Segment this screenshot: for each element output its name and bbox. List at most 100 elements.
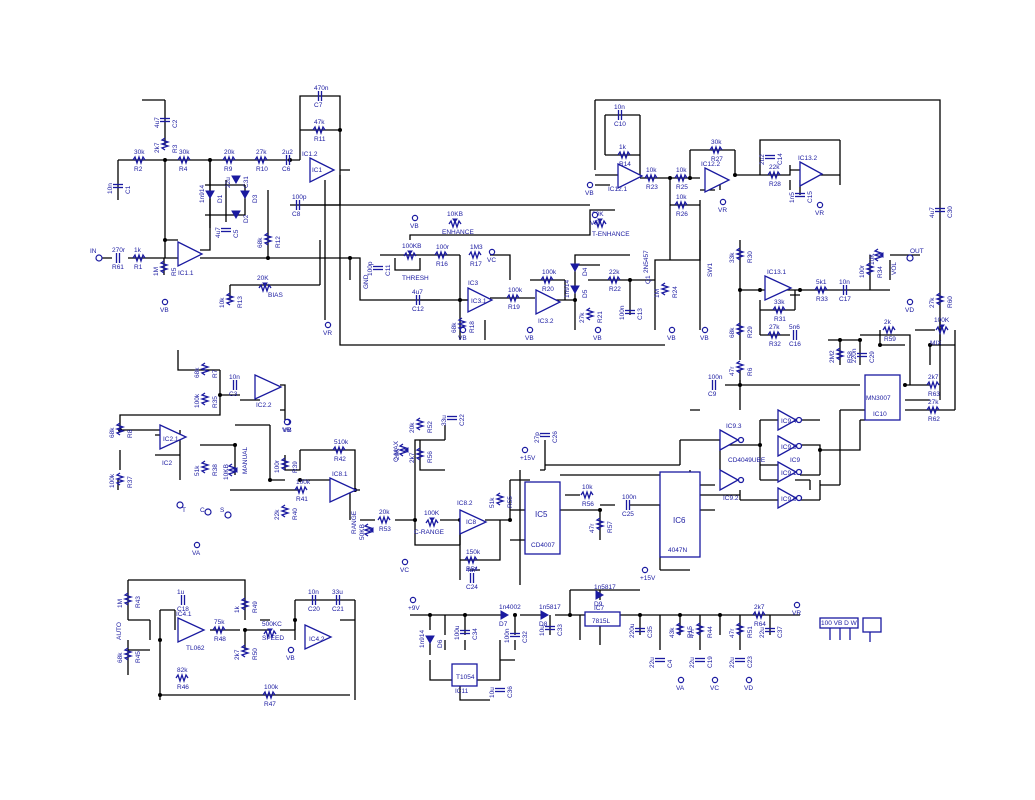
component-name: R29	[747, 326, 754, 338]
rail-label: VC	[400, 567, 409, 574]
component-name: R45	[135, 651, 142, 663]
component-symbol	[279, 504, 291, 518]
component-name: C29	[869, 351, 876, 363]
annotation-text: BIAS	[268, 292, 283, 299]
component-name: C21	[332, 606, 344, 613]
component-value: 100k	[542, 269, 557, 276]
supply-rail: VR	[815, 201, 824, 217]
supply-rail: VB	[410, 214, 419, 230]
component-value: 10u	[489, 687, 496, 698]
component-symbol	[834, 347, 846, 361]
junction-dot	[838, 338, 842, 342]
component-name: R7	[212, 369, 219, 378]
potentiometer	[425, 517, 439, 529]
component-value: 22u	[759, 627, 766, 638]
inverter-ic9-4: IC9.4	[777, 408, 803, 432]
chip-ic9-name: IC9	[790, 457, 801, 464]
component-symbol	[580, 489, 594, 501]
component-name: C2	[172, 119, 179, 128]
supply-rail: VC	[487, 248, 496, 264]
component-symbol	[767, 169, 781, 181]
component-symbol	[221, 227, 231, 233]
component-value: 2k7	[234, 649, 241, 660]
opamp-ic12-2: IC12.2	[701, 161, 731, 194]
component-name: C37	[777, 626, 784, 638]
component-name: R56	[427, 451, 434, 463]
chip-name: IC6	[673, 516, 686, 525]
component-symbol	[160, 117, 170, 123]
annotation-text: GND	[363, 274, 370, 289]
component-value: 43k	[669, 627, 676, 638]
component-value: 27k	[928, 399, 939, 406]
component-name: R42	[334, 456, 346, 463]
component-symbol	[625, 500, 631, 510]
component-name: R38	[212, 464, 219, 476]
component-name: R46	[177, 684, 189, 691]
component-name: C9	[708, 391, 717, 398]
component-value: 47r	[729, 366, 736, 376]
rail-label: VA	[192, 550, 201, 557]
component-name: D2	[243, 214, 250, 223]
terminal-label: T	[182, 507, 186, 514]
component-value: 5n6	[789, 324, 800, 331]
component-value: 1n914	[419, 630, 426, 648]
component-name: R20	[542, 286, 554, 293]
component-symbol	[765, 627, 775, 633]
component-symbol	[674, 172, 688, 184]
inverter-label: IC9.2	[723, 495, 739, 502]
component-value: 100k	[508, 287, 523, 294]
supply-rail: +9V	[408, 596, 420, 612]
component-name: R50	[252, 648, 259, 660]
component-symbol	[570, 285, 580, 295]
component-name: C31	[243, 176, 250, 188]
component-name: D4	[582, 267, 589, 276]
inverter-label: IC9.4	[781, 418, 797, 425]
rail-label: VR	[792, 610, 801, 617]
supply-rail: VR	[792, 601, 801, 617]
component-symbol	[934, 292, 946, 306]
chip-ic5: IC5 CD4007	[524, 481, 561, 555]
potentiometer	[935, 324, 949, 336]
component-symbol	[199, 460, 211, 474]
component-name: R55	[507, 496, 514, 508]
component-value: 100k	[194, 393, 201, 408]
component-value: 10n	[107, 183, 114, 194]
component-value: 10n	[839, 279, 850, 286]
component-value: 100u	[454, 625, 461, 640]
inverter-label: IC9.1	[781, 470, 797, 477]
component-value: 33k	[729, 252, 736, 263]
annotation-text: IC1	[312, 167, 323, 174]
component-symbol	[425, 635, 435, 645]
component-name: C30	[947, 206, 954, 218]
supply-rail: VA	[676, 676, 685, 692]
supply-rail: VR	[323, 321, 332, 337]
component-value: 68k	[729, 327, 736, 338]
component-name: R52	[427, 421, 434, 433]
junction-dot	[678, 613, 682, 617]
supply-rail: VD	[905, 298, 914, 314]
component-symbol	[857, 352, 867, 358]
component-symbol	[765, 154, 775, 160]
component-value: 10n	[308, 589, 319, 596]
opamp-label: IC4.2	[309, 636, 325, 643]
component-symbol	[232, 380, 238, 390]
component-value: 22u	[225, 177, 232, 188]
component-name: D3	[252, 194, 259, 203]
component-name: R35	[212, 396, 219, 408]
inverter-ic9-5: IC9.5	[777, 434, 803, 458]
component-symbol	[570, 263, 580, 273]
inverter-ic9-6: IC9.6	[777, 486, 803, 510]
component-name: C20	[308, 606, 320, 613]
component-name: R37	[127, 476, 134, 488]
component-value: 82k	[177, 667, 188, 674]
component-name: R60	[947, 296, 954, 308]
component-value: 33u	[332, 589, 343, 596]
component-value: 150k	[466, 549, 481, 556]
annotation-text: AUTO	[116, 622, 123, 640]
supply-rail: VA	[192, 541, 201, 557]
component-value: 68k	[194, 367, 201, 378]
component-name: R32	[769, 341, 781, 348]
component-value: 22k	[609, 269, 620, 276]
opamp-ic8-1: IC8.1	[329, 471, 358, 504]
annotation-text: RANGE	[351, 510, 358, 534]
